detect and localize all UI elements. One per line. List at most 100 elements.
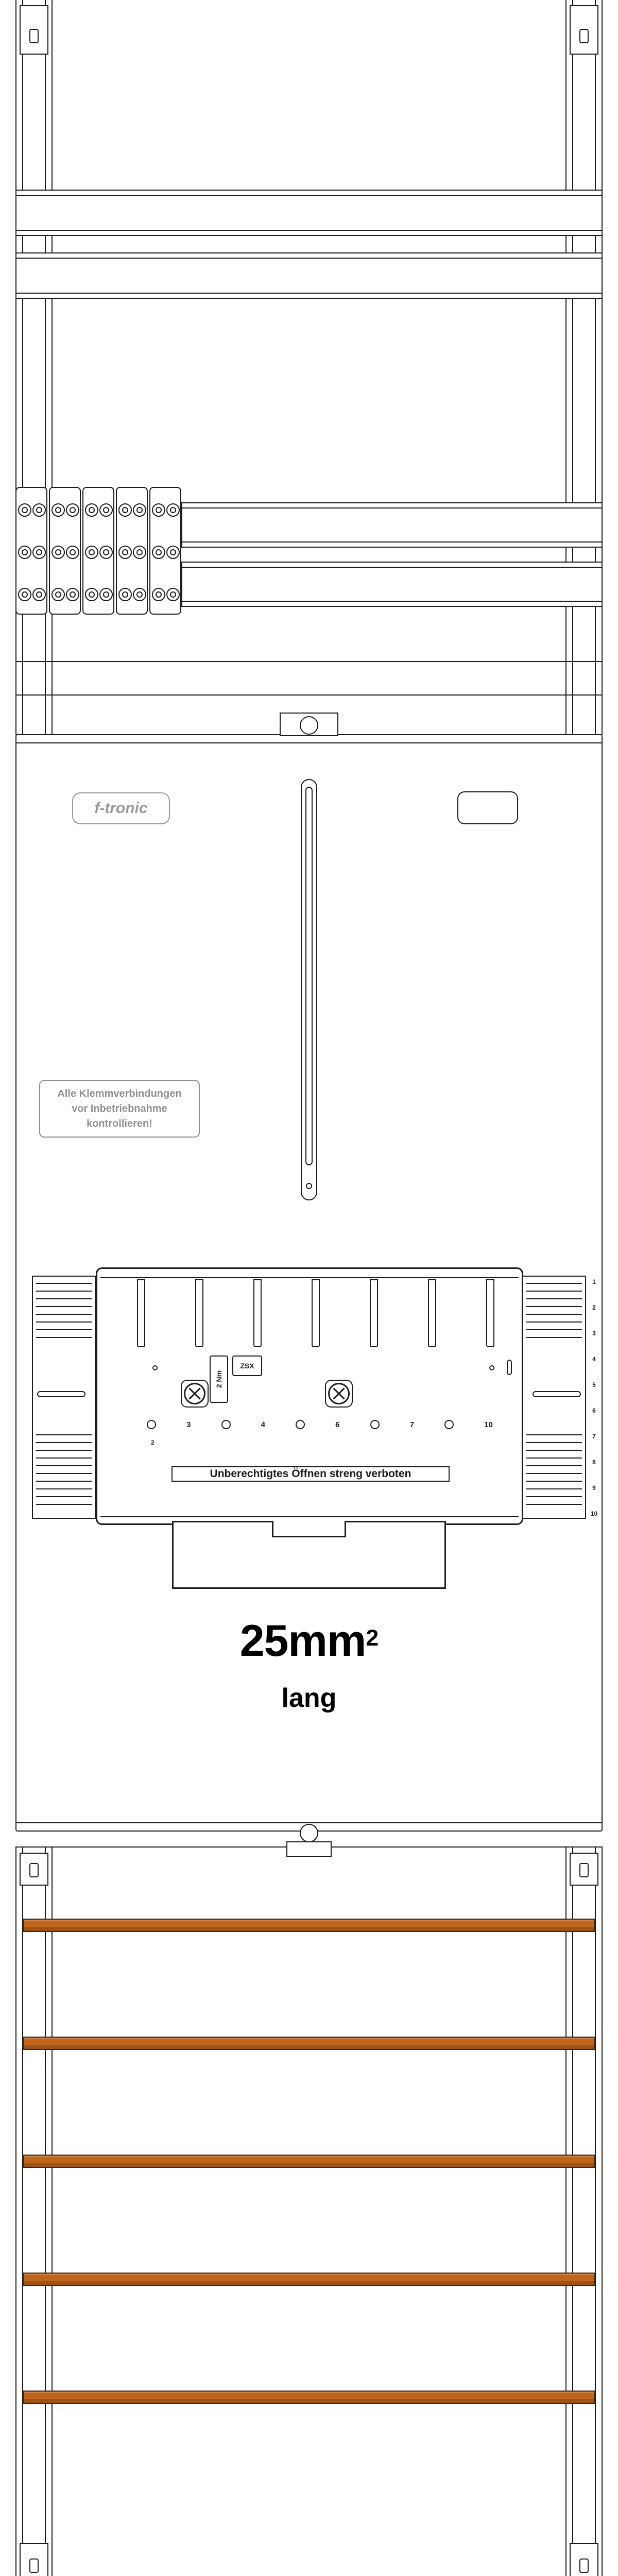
bottom-left-mounting-rail (15, 1846, 53, 2576)
size-label-superscript: 2 (366, 1625, 379, 1651)
seal-label-text: Unberechtigtes Öffnen streng verboten (210, 1468, 411, 1480)
comb-teeth (36, 1434, 92, 1512)
torque-label: 2 Nm (210, 1355, 228, 1403)
terminal-block (49, 487, 81, 615)
comb-finger-strip (97, 1269, 522, 1523)
terminal-block (149, 487, 181, 615)
comb-finger (428, 1279, 436, 1347)
terminal-hole-icon (152, 588, 165, 601)
rail-inner-line (22, 0, 23, 735)
terminal-hole-icon (18, 546, 31, 559)
warning-line: kontrollieren! (87, 1117, 152, 1129)
screw-slot-icon (579, 29, 589, 43)
mounting-bracket (20, 2543, 48, 2576)
terminal-port-icon (147, 1420, 156, 1429)
comb-pointer-icon (37, 1391, 85, 1397)
top-terminal-block-strip (15, 487, 181, 615)
brand-logo: f-tronic (72, 792, 170, 824)
rail-inner-line (182, 567, 602, 568)
screw-slot-icon (579, 1863, 589, 1877)
cover-cutout (457, 791, 518, 824)
terminal-hole-icon (118, 588, 132, 601)
terminal-hole-icon (166, 503, 180, 517)
pilot-hole-icon (152, 1365, 158, 1370)
rail-inner-line (45, 1846, 46, 2576)
comb-finger (312, 1279, 320, 1347)
busbar-support-rail-upper (181, 502, 603, 548)
warning-line: vor Inbetriebnahme (72, 1103, 167, 1114)
terminal-number: 10 (484, 1420, 493, 1429)
terminal-block (82, 487, 114, 615)
comb-scale-number: 10 (590, 1510, 598, 1517)
panel-edge-line (16, 742, 602, 743)
terminal-number: 3 (186, 1420, 191, 1429)
rail-inner-line (182, 601, 602, 602)
rail-inner-line (572, 1846, 573, 2576)
seal-label: Unberechtigtes Öffnen streng verboten (171, 1466, 450, 1482)
terminal-hole-icon (52, 503, 65, 517)
type-label-text: ZSX (240, 1362, 254, 1370)
terminal-hole-icon (118, 546, 132, 559)
rail-inner-line (182, 507, 602, 509)
terminal-hole-icon (85, 546, 98, 559)
rail-inner-line (22, 1846, 23, 2576)
busbar (23, 1919, 595, 1932)
terminal-hole-icon (18, 588, 31, 601)
comb-teeth (36, 1283, 92, 1344)
rail-inner-line (16, 258, 602, 259)
terminal-hole-icon (166, 546, 180, 559)
comb-finger (486, 1279, 494, 1347)
mounting-bracket (570, 2543, 598, 2576)
terminal-hole-icon (133, 503, 146, 517)
wire-comb-left (32, 1276, 96, 1519)
size-label-secondary: lang (281, 1683, 337, 1713)
warning-label: Alle Klemmverbindungen vor Inbetriebnahm… (39, 1080, 200, 1138)
terminal-hole-icon (66, 503, 79, 517)
comb-teeth (526, 1434, 582, 1512)
rail-inner-line (182, 541, 602, 543)
terminal-hole-icon (133, 588, 146, 601)
terminal-block (15, 487, 47, 615)
comb-scale-number: 2 (592, 1304, 596, 1311)
busbar (23, 2037, 595, 2050)
panel-edge-line (100, 1277, 519, 1278)
terminal-hole-icon (166, 588, 180, 601)
busbar (23, 2155, 595, 2168)
terminal-hole-icon (32, 546, 46, 559)
center-slot-inner (305, 787, 313, 1165)
screw-slot-icon (579, 2558, 589, 2573)
terminal-hole-icon (133, 546, 146, 559)
comb-finger (370, 1279, 378, 1347)
mounting-bracket (20, 1853, 48, 1886)
comb-scale-number: 6 (592, 1407, 596, 1414)
comb-scale-number: 1 (592, 1278, 596, 1285)
terminal-hole-icon (52, 546, 65, 559)
terminal-hole-icon (99, 503, 113, 517)
terminal-number: 2 (151, 1439, 154, 1446)
top-left-mounting-rail (15, 0, 53, 735)
screw-slot-icon (29, 1863, 39, 1877)
mounting-bracket (20, 5, 48, 55)
panel-edge-line (100, 1516, 519, 1517)
terminal-hole-icon (99, 546, 113, 559)
terminal-port-icon (296, 1420, 305, 1429)
lower-cover-box (172, 1521, 446, 1589)
comb-scale-number: 4 (592, 1355, 596, 1363)
comb-finger (137, 1279, 145, 1347)
panel-edge-line (16, 1822, 602, 1823)
busbar-support-rail-lower (181, 562, 603, 607)
comb-finger (195, 1279, 203, 1347)
cover-bottom-tab (286, 1841, 332, 1857)
mounting-bracket (570, 5, 598, 55)
cover-screw-icon (300, 1824, 318, 1842)
screw-slot-icon (29, 2558, 39, 2573)
terminal-port-icon (370, 1420, 380, 1429)
slot-end-hole-icon (306, 1183, 312, 1189)
terminal-number: 4 (261, 1420, 265, 1429)
terminal-hole-icon (66, 588, 79, 601)
rail-inner-line (16, 293, 602, 294)
pilot-hole-icon (489, 1365, 494, 1370)
